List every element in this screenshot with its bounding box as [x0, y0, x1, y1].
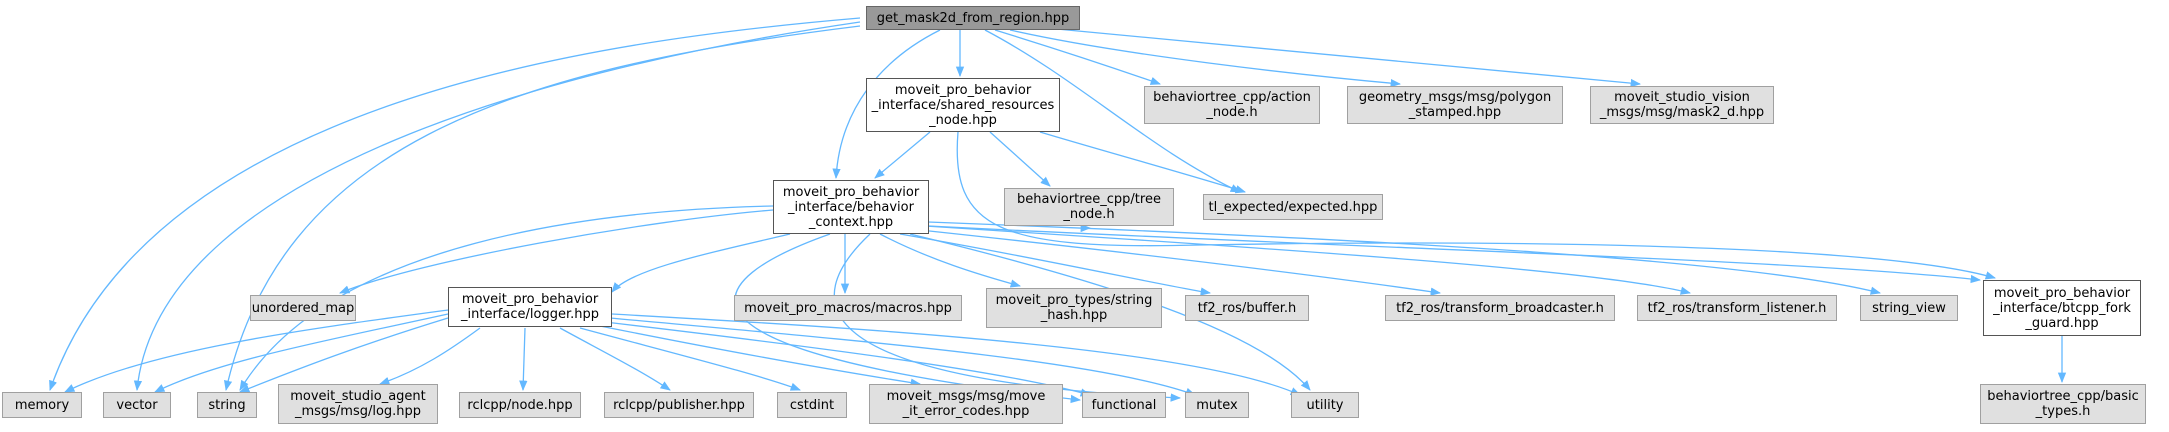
dependency-edge: [909, 233, 1311, 391]
dependency-edge: [919, 229, 1442, 296]
dependency-edge: [989, 131, 1051, 187]
dependency-edge: [559, 327, 671, 391]
node-vector[interactable]: vector: [103, 392, 171, 418]
dependency-edge: [339, 209, 774, 294]
dependency-edge: [519, 327, 528, 392]
dependency-edge: [924, 225, 1692, 295]
node-get-mask2d-from-region[interactable]: get_mask2d_from_region.hpp: [866, 6, 1080, 30]
dependency-edge: [239, 317, 449, 393]
dependency-edge: [49, 17, 861, 391]
dependency-edge: [224, 25, 861, 392]
dependency-edge: [609, 317, 1196, 396]
dependency-edge: [879, 233, 1022, 288]
node-mutex[interactable]: mutex: [1185, 392, 1249, 418]
node-tf2-buffer[interactable]: tf2_ros/buffer.h: [1185, 295, 1309, 321]
node-functional[interactable]: functional: [1082, 392, 1166, 418]
node-agent-log[interactable]: moveit_studio_agent _msgs/msg/log.hpp: [278, 384, 438, 424]
dependency-edge: [611, 313, 1301, 396]
node-string-hash[interactable]: moveit_pro_types/string _hash.hpp: [986, 288, 1162, 328]
dependency-edge: [956, 131, 1996, 280]
dependency-edge: [64, 309, 449, 393]
dependency-edge: [994, 29, 1161, 85]
dependency-edge: [154, 313, 449, 393]
node-btcpp-fork-guard[interactable]: moveit_pro_behavior _interface/btcpp_for…: [1983, 280, 2141, 336]
dependency-edge: [1039, 131, 1246, 194]
node-transform-listener[interactable]: tf2_ros/transform_listener.h: [1637, 295, 1837, 321]
node-string-view[interactable]: string_view: [1860, 295, 1958, 321]
node-cstdint[interactable]: cstdint: [777, 392, 847, 418]
dependency-edge: [984, 29, 1241, 193]
dependency-edge: [1024, 25, 1642, 88]
dependency-edge: [611, 233, 791, 293]
dependency-edge: [599, 325, 922, 387]
dependency-edge: [579, 327, 801, 391]
node-logger[interactable]: moveit_pro_behavior _interface/logger.hp…: [448, 287, 612, 327]
node-tree-node[interactable]: behaviortree_cpp/tree _node.h: [1004, 188, 1174, 226]
node-transform-broadcaster[interactable]: tf2_ros/transform_broadcaster.h: [1385, 295, 1615, 321]
dependency-edge: [379, 327, 481, 385]
dependency-edge: [874, 131, 931, 179]
node-mask2-d[interactable]: moveit_studio_vision _msgs/msg/mask2_d.h…: [1590, 86, 1774, 124]
node-rclcpp-node[interactable]: rclcpp/node.hpp: [459, 392, 581, 418]
node-basic-types[interactable]: behaviortree_cpp/basic _types.h: [1980, 384, 2146, 424]
node-rclcpp-publisher[interactable]: rclcpp/publisher.hpp: [604, 392, 754, 418]
node-move-it-error-codes[interactable]: moveit_msgs/msg/move _it_error_codes.hpp: [869, 384, 1063, 424]
dependency-edge: [928, 225, 1982, 284]
dependency-edge: [239, 205, 774, 391]
node-unordered-map[interactable]: unordered_map: [250, 295, 356, 321]
node-string[interactable]: string: [197, 392, 257, 418]
node-action-node[interactable]: behaviortree_cpp/action _node.h: [1144, 86, 1320, 124]
dependency-edge: [1009, 29, 1402, 88]
dependency-edge: [899, 233, 1212, 296]
node-behavior-context[interactable]: moveit_pro_behavior _interface/behavior …: [773, 180, 929, 234]
node-macros[interactable]: moveit_pro_macros/macros.hpp: [734, 295, 962, 321]
dependency-edge: [133, 21, 861, 392]
dependency-edge: [927, 221, 1882, 295]
node-utility[interactable]: utility: [1291, 392, 1359, 418]
node-shared-resources-node[interactable]: moveit_pro_behavior _interface/shared_re…: [866, 78, 1060, 132]
node-polygon-stamped[interactable]: geometry_msgs/msg/polygon _stamped.hpp: [1347, 86, 1563, 124]
node-tl-expected[interactable]: tl_expected/expected.hpp: [1203, 194, 1383, 220]
node-memory[interactable]: memory: [2, 392, 82, 418]
